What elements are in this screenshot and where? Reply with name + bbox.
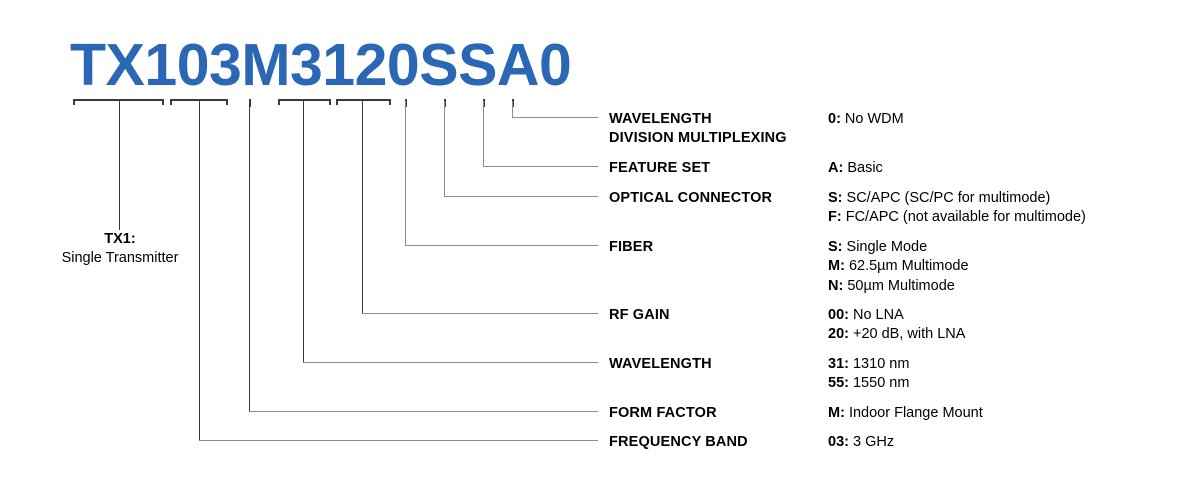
leader-v-feature-set <box>483 101 484 167</box>
option-code: 31: <box>828 356 849 372</box>
stem-tx1 <box>119 101 120 230</box>
leader-h-frequency-band <box>199 440 598 441</box>
option-code: 03: <box>828 434 849 450</box>
tick-optical-connector <box>444 99 446 107</box>
row-values-form-factor: M: Indoor Flange Mount <box>828 404 983 423</box>
option-text: Basic <box>843 160 883 176</box>
tick-wdm <box>512 99 514 107</box>
leader-h-optical-connector <box>444 196 598 197</box>
option-text: 1550 nm <box>848 375 910 392</box>
leader-h-feature-set <box>483 166 598 167</box>
part-number-heading: TX103M3120SSA0 <box>70 32 572 98</box>
leader-h-rf-gain <box>362 313 598 314</box>
row-values-feature-set: A: Basic <box>828 159 883 178</box>
callout-tx1-code: TX1: <box>104 231 136 247</box>
option-code: M: <box>828 258 845 275</box>
bracket-rf-gain <box>336 99 391 105</box>
leader-h-fiber <box>405 245 598 246</box>
bracket-tx1 <box>73 99 164 105</box>
option-code: M: <box>828 405 845 421</box>
leader-h-wavelength <box>303 362 598 363</box>
option-code: 0: <box>828 111 841 127</box>
option-text: 50µm Multimode <box>843 277 955 294</box>
option-text: FC/APC (not available for multimode) <box>841 209 1086 226</box>
row-values-wdm: 0: No WDM <box>828 110 904 129</box>
row-title-optical-connector: OPTICAL CONNECTOR <box>609 190 773 206</box>
leader-v-fiber <box>405 101 406 246</box>
option-text: +20 dB, with LNA <box>848 326 966 343</box>
callout-tx1-description: Single Transmitter <box>61 250 179 267</box>
option-line: 0: No WDM <box>828 110 904 129</box>
row-title-rf-gain: RF GAIN <box>609 307 670 323</box>
option-line: 20: +20 dB, with LNA <box>828 325 965 344</box>
option-line: S: SC/APC (SC/PC for multimode) <box>828 189 1086 208</box>
tick-form-factor <box>249 99 251 107</box>
option-code: 55: <box>828 375 849 392</box>
option-code: F: <box>828 209 842 226</box>
option-line: A: Basic <box>828 159 883 178</box>
option-code: N: <box>828 277 844 294</box>
option-text: 1310 nm <box>848 356 910 372</box>
bracket-frequency-band <box>170 99 228 105</box>
row-title-frequency-band: FREQUENCY BAND <box>609 434 748 450</box>
option-line: N: 50µm Multimode <box>828 277 969 296</box>
option-code: 20: <box>828 326 849 343</box>
option-text: No WDM <box>840 111 904 127</box>
row-title-form-factor: FORM FACTOR <box>609 405 717 421</box>
row-title-feature-set: FEATURE SET <box>609 160 711 176</box>
option-code: S: <box>828 190 843 206</box>
option-code: 00: <box>828 307 849 323</box>
option-line: 55: 1550 nm <box>828 374 909 393</box>
row-title-wavelength: WAVELENGTH <box>609 356 712 372</box>
option-line: 31: 1310 nm <box>828 355 909 374</box>
option-text: Single Mode <box>842 239 928 255</box>
row-values-frequency-band: 03: 3 GHz <box>828 433 894 452</box>
option-text: 3 GHz <box>848 434 895 450</box>
tick-fiber <box>405 99 407 107</box>
leader-v-optical-connector <box>444 101 445 197</box>
option-line: M: 62.5µm Multimode <box>828 257 969 276</box>
option-code: A: <box>828 160 844 176</box>
option-text: 62.5µm Multimode <box>844 258 969 275</box>
option-line: 03: 3 GHz <box>828 433 894 452</box>
leader-v-wdm <box>512 101 513 118</box>
option-line: S: Single Mode <box>828 238 969 257</box>
row-values-optical-connector: S: SC/APC (SC/PC for multimode)F: FC/APC… <box>828 189 1086 228</box>
leader-h-form-factor <box>249 411 598 412</box>
tick-feature-set <box>483 99 485 107</box>
option-line: M: Indoor Flange Mount <box>828 404 983 423</box>
row-title-wdm: WAVELENGTH DIVISION MULTIPLEXING <box>609 111 787 147</box>
leader-h-wdm <box>512 117 598 118</box>
bracket-wavelength <box>278 99 331 105</box>
option-code: S: <box>828 239 843 255</box>
callout-tx1: TX1: Single Transmitter <box>20 230 220 269</box>
stem-wavelength <box>303 101 304 363</box>
row-title-fiber: FIBER <box>609 239 654 255</box>
option-line: F: FC/APC (not available for multimode) <box>828 208 1086 227</box>
option-text: No LNA <box>848 307 904 323</box>
stem-form-factor <box>249 101 250 412</box>
stem-rf-gain <box>362 101 363 314</box>
option-text: SC/APC (SC/PC for multimode) <box>842 190 1051 206</box>
option-text: Indoor Flange Mount <box>844 405 983 421</box>
option-line: 00: No LNA <box>828 306 965 325</box>
stem-frequency-band <box>199 101 200 441</box>
